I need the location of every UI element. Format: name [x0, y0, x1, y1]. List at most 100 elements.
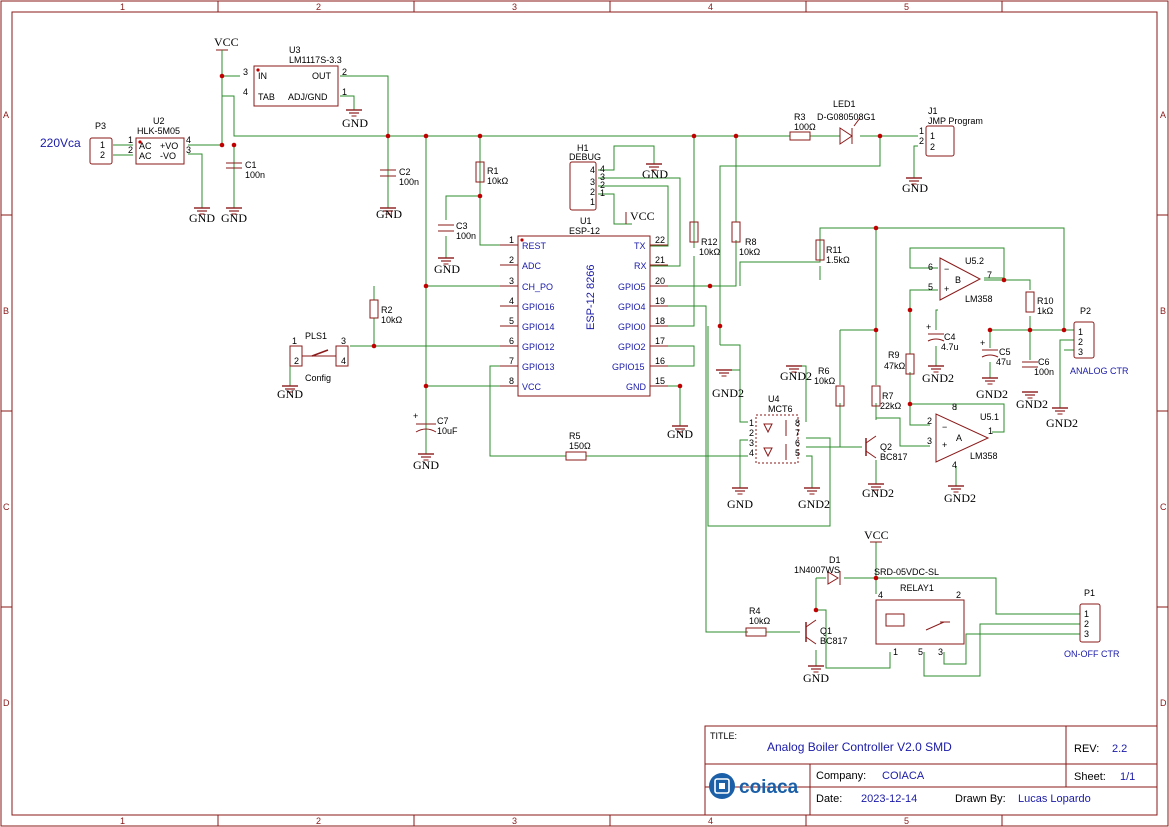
p3-pin-2: 2 [100, 150, 105, 160]
vcc-symbols: VCC VCC VCC [214, 35, 889, 543]
gnd-label: GND [376, 207, 402, 221]
c5-value: 47u [996, 357, 1011, 367]
h1-pin-2-out: 2 [600, 180, 605, 190]
u5-2-pin-5: 5 [928, 282, 933, 292]
q2-ref: Q2 [880, 442, 892, 452]
r8-resistor: R8 10kΩ [731, 221, 761, 257]
junctions [219, 73, 1067, 613]
r6-ref: R6 [818, 366, 830, 376]
r12-value: 10kΩ [699, 247, 721, 257]
u1-pin-num: 6 [509, 336, 514, 346]
u5-1-unit: A [956, 433, 962, 443]
u1-pin-num: 4 [509, 296, 514, 306]
drawn-by-label: Drawn By: [955, 793, 1006, 805]
r1-value: 10kΩ [487, 176, 509, 186]
h1-debug-header: H1 DEBUG 4 3 2 1 4 3 2 1 [569, 143, 605, 211]
frame-col-2: 2 [316, 2, 321, 12]
u1-ref: U1 [580, 216, 592, 226]
u1-pin-tx: TX [634, 241, 646, 251]
u4-pin-8: 8 [795, 418, 800, 428]
gnd-label: GND [189, 211, 215, 225]
frame-row-d: D [3, 698, 10, 708]
company-label: Company: [816, 770, 866, 782]
u1-pin-num: 15 [655, 376, 665, 386]
gnd2-label: GND2 [1046, 416, 1078, 430]
title-value: Analog Boiler Controller V2.0 SMD [767, 740, 952, 754]
u2-pin-num: 3 [186, 145, 191, 155]
gnd2-label: GND2 [862, 486, 894, 500]
gnd-label: GND [727, 497, 753, 511]
u2-hlk-module: U2 HLK-5M05 AC AC +VO -VO 1 2 4 3 [128, 116, 191, 165]
q1-transistor: Q1 BC817 [805, 619, 848, 646]
frame-col-1: 1 [120, 2, 125, 12]
j1-pin-1: 1 [930, 131, 935, 141]
c4-value: 4.7u [941, 342, 959, 352]
u3-pin-adj: ADJ/GND [288, 92, 328, 102]
u1-pin-rest: REST [522, 241, 547, 251]
u2-pin-num: 4 [186, 135, 191, 145]
u1-pin-num: 1 [509, 235, 514, 245]
u1-pin-gpio13: GPIO13 [522, 362, 555, 372]
u2-pin-num: 1 [128, 135, 133, 145]
u1-pin-gpio4: GPIO4 [618, 302, 646, 312]
u5-2-opamp: − + B U5.2 LM358 6 5 7 [928, 256, 993, 304]
u1-pin-ch-po: CH_PO [522, 282, 553, 292]
h1-pin-1-out: 1 [600, 188, 605, 198]
c3-capacitor: C3 100n [438, 221, 476, 241]
h1-pin-2: 2 [590, 187, 595, 197]
u5-1-pin-2: 2 [927, 416, 932, 426]
pls1-ref: PLS1 [305, 331, 327, 341]
r5-resistor: R5 150Ω [565, 431, 591, 461]
d1-diode: D1 1N4007WS [794, 555, 841, 585]
frame-col-3-bottom: 3 [512, 816, 517, 826]
gnd-label: GND [277, 387, 303, 401]
j1-value: JMP Program [928, 116, 983, 126]
c2-value: 100n [399, 177, 419, 187]
vcc-label: VCC [864, 528, 889, 542]
u4-pin-2: 2 [749, 428, 754, 438]
gnd2-label: GND2 [1016, 397, 1048, 411]
u5-1-pin-1: 1 [988, 426, 993, 436]
r6-resistor: R6 10kΩ [814, 366, 845, 407]
p3-ref: P3 [95, 121, 106, 131]
r9-resistor: R9 47kΩ [884, 350, 915, 375]
gnd-label: GND [221, 211, 247, 225]
p3-pin-1: 1 [100, 140, 105, 150]
c7-plus-mark: + [413, 411, 418, 421]
u1-pin-num: 18 [655, 316, 665, 326]
u3-pin-num: 2 [342, 67, 347, 77]
h1-pin-1: 1 [590, 197, 595, 207]
r10-value: 1kΩ [1037, 306, 1054, 316]
h1-pin-4-out: 4 [600, 164, 605, 174]
u1-pin-num: 5 [509, 316, 514, 326]
u2-pin-ac2: AC [139, 151, 152, 161]
company-value: COIACA [882, 770, 925, 782]
led1-ref: LED1 [833, 99, 856, 109]
u2-pin-vo-neg: -VO [160, 151, 176, 161]
u1-value: ESP-12 [569, 226, 600, 236]
u5-1-ref: U5.1 [980, 412, 999, 422]
u1-esp12-module: U1 ESP-12 ESP-12 8266 1 REST 2 ADC 3 CH_… [500, 216, 668, 397]
u1-pin-num: 3 [509, 276, 514, 286]
h1-ref: H1 [577, 143, 589, 153]
vcc-label: VCC [214, 35, 239, 49]
u3-regulator: U3 LM1117S-3.3 IN OUT TAB ADJ/GND 3 2 4 … [243, 45, 347, 107]
c7-value: 10uF [437, 426, 458, 436]
h1-pin-3: 3 [590, 177, 595, 187]
frame-row-b-right: B [1160, 306, 1166, 316]
u5-1-pin-3: 3 [927, 436, 932, 446]
r11-resistor: R11 1.5kΩ [815, 239, 850, 265]
c3-value: 100n [456, 231, 476, 241]
vcc-label: VCC [630, 209, 655, 223]
u2-ref: U2 [153, 116, 165, 126]
r8-value: 10kΩ [739, 247, 761, 257]
relay1-pin-5: 5 [918, 647, 923, 657]
r11-value: 1.5kΩ [826, 255, 850, 265]
u1-pin-gpio5: GPIO5 [618, 282, 646, 292]
frame-col-3: 3 [512, 2, 517, 12]
c5-capacitor: + C5 47u [980, 338, 1011, 367]
u5-2-unit: B [955, 275, 961, 285]
u5-1-minus: − [942, 422, 947, 432]
pls1-pin-4: 4 [341, 356, 346, 366]
rev-value: 2.2 [1112, 743, 1127, 755]
